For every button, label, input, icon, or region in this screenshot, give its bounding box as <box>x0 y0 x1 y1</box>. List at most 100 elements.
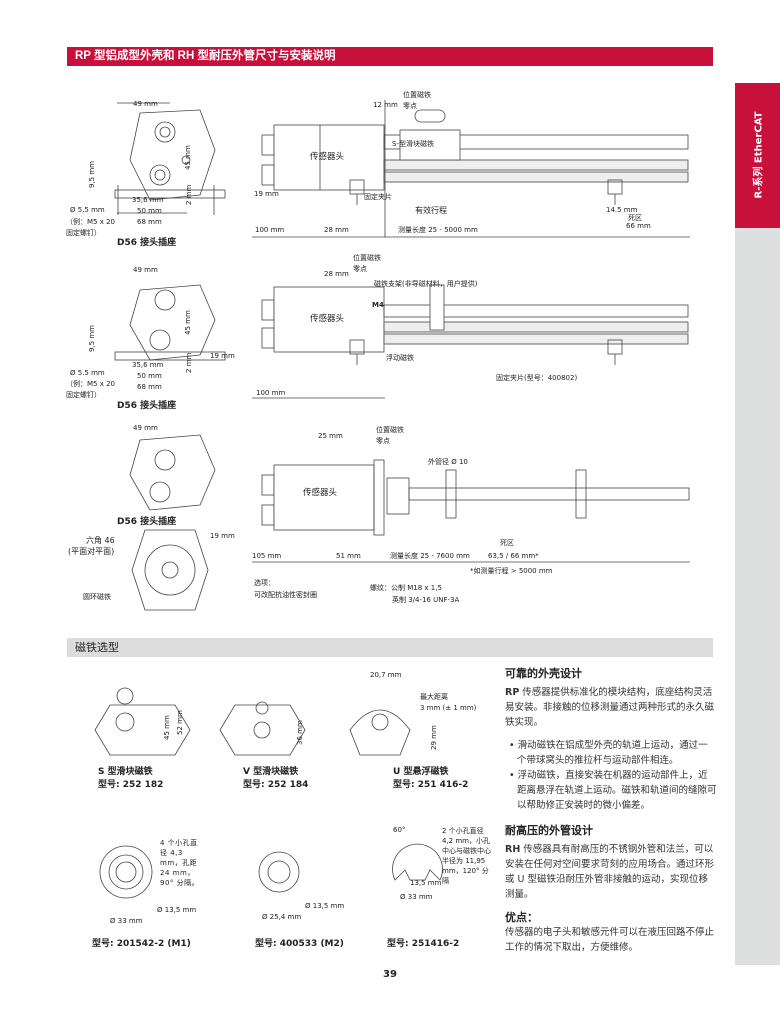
paragraph-rh: RH 传感器具有耐高压的不锈钢外管和法兰，可以安装在任何对空间要求苛刻的应用场合… <box>505 842 717 902</box>
label-zero-point: 零点 <box>403 102 417 110</box>
label-thread-metric: 螺纹：公制 M18 x 1,5 <box>370 584 442 592</box>
label-thread-imperial: 英制 3/4-16 UNF-3A <box>392 596 460 604</box>
dim-gap: 3 mm (± 1 mm) <box>420 704 477 712</box>
list-item: • 浮动磁铁，直接安装在机器的运动部件上，近距离悬浮在轨道上运动。磁铁和轨道间的… <box>509 770 717 811</box>
side-strip <box>735 228 780 965</box>
magnet-s-drawing <box>94 687 191 756</box>
dim-45mm: 45 mm <box>184 145 192 170</box>
connector-front-view-1 <box>114 102 226 215</box>
magnet-v-model: 型号: 252 184 <box>243 780 309 790</box>
dim-28mm: 28 mm <box>324 270 349 278</box>
dim-68mm: 68 mm <box>137 383 162 391</box>
side-tab <box>735 83 780 228</box>
label-position-magnet: 位置磁铁 <box>403 91 431 99</box>
magnet-m2-model: 型号: 400533 (M2) <box>255 939 344 949</box>
rp-label: RP <box>505 687 520 698</box>
description-column: 可靠的外壳设计 RP 传感器提供标准化的模块结构，底座结构灵活易安装。非接触的位… <box>505 666 717 963</box>
dim-100mm: 100 mm <box>255 226 285 234</box>
paragraph-rp: RP 传感器提供标准化的模块结构，底座结构灵活易安装。非接触的位移测量通过两种形… <box>505 685 717 730</box>
rh-label: RH <box>505 844 521 855</box>
dim-100mm: 100 mm <box>256 389 286 397</box>
heading-housing: 可靠的外壳设计 <box>505 667 582 680</box>
label-m4: M4 <box>372 301 384 309</box>
dim-60-deg: 60° <box>393 826 406 834</box>
magnet-m3-drawing <box>392 843 443 881</box>
label-position-magnet: 位置磁铁 <box>353 254 381 262</box>
rh-sensor-side-view <box>252 459 690 563</box>
section-heading-magnets: 磁铁选型 <box>67 638 713 657</box>
dim-105mm: 105 mm <box>252 552 282 560</box>
dim-25-4mm: Ø 25,4 mm <box>262 913 302 921</box>
magnet-m1-drawing <box>99 845 153 899</box>
dim-51mm: 51 mm <box>336 552 361 560</box>
caption-connector: D56 接头插座 <box>117 238 177 248</box>
dim-hole: Ø 5.5 mm <box>70 369 105 377</box>
dim-25mm: 25 mm <box>318 432 343 440</box>
label-zero-point: 零点 <box>353 265 367 273</box>
heading-tube: 耐高压的外管设计 <box>505 824 593 837</box>
screw-note-2: 固定螺钉） <box>66 391 101 399</box>
dim-33mm: Ø 33 mm <box>400 893 433 901</box>
label-max-gap: 最大距离 <box>420 693 448 701</box>
dim-49mm: 49 mm <box>133 266 158 274</box>
label-hex: 六角 46 <box>86 536 115 545</box>
dim-50mm: 50 mm <box>137 207 162 215</box>
screw-note-1: （例：M5 x 20 <box>66 218 115 226</box>
dim-45mm: 45 mm <box>184 310 192 335</box>
dim-49mm: 49 mm <box>133 100 158 108</box>
caption-connector: D56 接头插座 <box>117 401 177 411</box>
page-number: 39 <box>383 969 397 980</box>
list-item: • 滑动磁铁在铝成型外壳的轨道上运动，通过一个带球窝头的推拉杆与运动部件相连。 <box>509 740 708 766</box>
dim-29mm: 29 mm <box>430 725 438 750</box>
rp-sensor-side-view-2 <box>252 284 689 399</box>
dim-68mm: 68 mm <box>137 218 162 226</box>
dim-35-6mm: 35,6 mm <box>132 196 164 204</box>
dim-13-5mm: 13,5 mm <box>410 879 442 887</box>
dim-66mm: 66 mm <box>626 222 651 230</box>
dim-hole: Ø 5.5 mm <box>70 206 105 214</box>
rh-text: 传感器具有耐高压的不锈钢外管和法兰，可以安装在任何对空间要求苛刻的应用场合。通过… <box>505 844 715 900</box>
label-bracket: 磁铁支架(非导磁材料，用户提供) <box>374 280 478 288</box>
connector-front-view-2 <box>114 284 226 361</box>
dim-36mm: 36 mm <box>296 720 304 745</box>
dim-49mm: 49 mm <box>133 424 158 432</box>
dim-measuring-length: 测量长度 25 - 7600 mm <box>390 552 470 560</box>
dim-2mm: 2 mm <box>185 184 193 205</box>
label-floating-magnet: 浮动磁铁 <box>386 354 414 362</box>
magnet-v-drawing <box>219 701 306 756</box>
screw-note-1: （例：M5 x 20 <box>66 380 115 388</box>
magnet-u-drawing <box>349 709 411 756</box>
dim-2mm: 2 mm <box>185 352 193 373</box>
footnote: *如测量行程 > 5000 mm <box>470 567 553 575</box>
screw-note-2: 固定螺钉） <box>66 229 101 237</box>
label-s-magnet: S-型滑块磁铁 <box>392 140 434 148</box>
dim-12mm: 12 mm <box>373 101 398 109</box>
magnet-list: • 滑动磁铁在铝成型外壳的轨道上运动，通过一个带球窝头的推拉杆与运动部件相连。 … <box>505 738 717 813</box>
dim-50mm: 50 mm <box>137 372 162 380</box>
magnet-u-name: U 型悬浮磁铁 <box>393 767 449 777</box>
label-sensor-head: 传感器头 <box>303 488 338 498</box>
label-option: 选项： <box>254 579 275 587</box>
dim-14-5mm: 14.5 mm <box>606 206 638 214</box>
page-title: RP 型铝成型外壳和 RH 型耐压外管尺寸与安装说明 <box>67 47 713 66</box>
label-dead-zone: 死区 <box>628 214 642 222</box>
magnet-s-name: S 型滑块磁铁 <box>98 767 153 777</box>
paragraph-advantage: 传感器的电子头和敏感元件可以在液压回路不停止工作的情况下取出，方便维修。 <box>505 927 715 953</box>
magnet-v-name: V 型滑块磁铁 <box>243 767 299 777</box>
dim-33mm: Ø 33 mm <box>110 917 143 925</box>
label-hex-flats: (平面对平面) <box>68 547 115 556</box>
label-option-seal: 可改配抗油性密封圈 <box>254 591 317 599</box>
label-position-magnet: 位置磁铁 <box>376 426 404 434</box>
magnet-u-model: 型号: 251 416-2 <box>393 780 469 790</box>
magnet-m2-drawing <box>258 851 300 893</box>
dim-dead-zone: 63,5 / 66 mm* <box>488 552 539 560</box>
rp-sensor-side-view-1 <box>252 100 690 238</box>
label-stroke: 有效行程 <box>415 206 447 215</box>
label-sensor-head: 传感器头 <box>310 152 345 162</box>
dim-19mm: 19 mm <box>210 532 235 540</box>
hex-flange-view <box>131 529 209 611</box>
connector-front-view-3 <box>129 434 216 511</box>
magnet-m1-model: 型号: 201542-2 (M1) <box>92 939 191 949</box>
dim-28mm: 28 mm <box>324 226 349 234</box>
